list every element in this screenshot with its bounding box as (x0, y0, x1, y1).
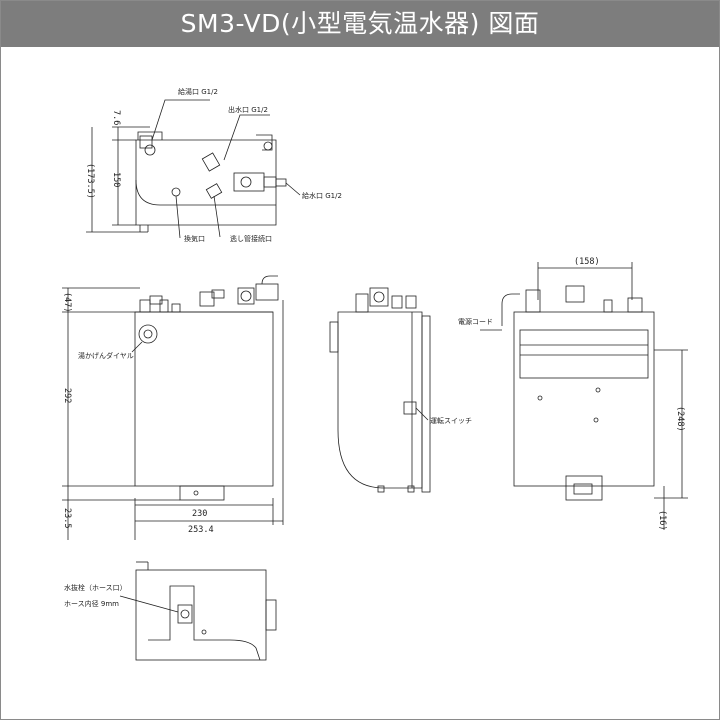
page-title: SM3-VD(小型電気温水器) 図面 (180, 9, 540, 38)
top-vent (171, 187, 181, 197)
title-bar: SM3-VD(小型電気温水器) 図面 (1, 1, 719, 47)
back-body-outline (513, 311, 655, 487)
front-temp-dial (138, 324, 158, 344)
dim-back-bottom: (16) (657, 510, 667, 530)
dim-front-overall: 253.4 (188, 525, 214, 535)
side-view (329, 287, 431, 493)
top-body-outline (135, 139, 277, 226)
bottom-body-outline (135, 569, 267, 661)
top-relief-fitting (137, 131, 163, 140)
top-view (86, 99, 301, 239)
label-temp-dial: 湯かげんダイヤル (78, 351, 134, 360)
label-hose-inner: ホース内径 9mm (64, 599, 119, 608)
dim-front-width: 230 (192, 509, 207, 519)
label-overflow: 逃し管接続口 (230, 234, 272, 243)
label-outlet: 出水口 G1/2 (228, 105, 268, 114)
label-inlet: 給水口 G1/2 (302, 191, 342, 200)
label-run-switch: 運転スイッチ (430, 416, 472, 425)
dim-front-height: 292 (62, 388, 72, 403)
dim-front-top: (47) (62, 292, 72, 312)
dim-top-height: 150 (111, 172, 121, 187)
label-vent: 換気口 (184, 234, 205, 243)
back-power-cord (501, 293, 520, 326)
top-center-fitting (201, 152, 221, 172)
top-overflow (205, 183, 223, 199)
top-inlet-valve (233, 172, 265, 192)
dim-top-total: (173.5) (85, 163, 95, 199)
dim-back-height: (248) (675, 406, 685, 432)
dim-top-gap: 7.6 (111, 110, 121, 125)
front-drain (179, 485, 225, 501)
side-run-switch (403, 401, 417, 415)
label-relief-port: 給湯口 G1/2 (178, 87, 218, 96)
front-view (62, 275, 284, 540)
label-drain-plug: 水抜栓（ホース口） (64, 583, 127, 592)
bottom-drain-plug (177, 604, 193, 624)
dim-back-span: (158) (574, 257, 600, 267)
label-power-cord: 電源コード (458, 317, 493, 326)
back-view (480, 262, 688, 530)
bottom-view (119, 561, 277, 661)
side-body-outline (337, 311, 423, 489)
dim-front-bottom: 23.5 (62, 508, 72, 528)
top-body-curve (135, 179, 276, 206)
